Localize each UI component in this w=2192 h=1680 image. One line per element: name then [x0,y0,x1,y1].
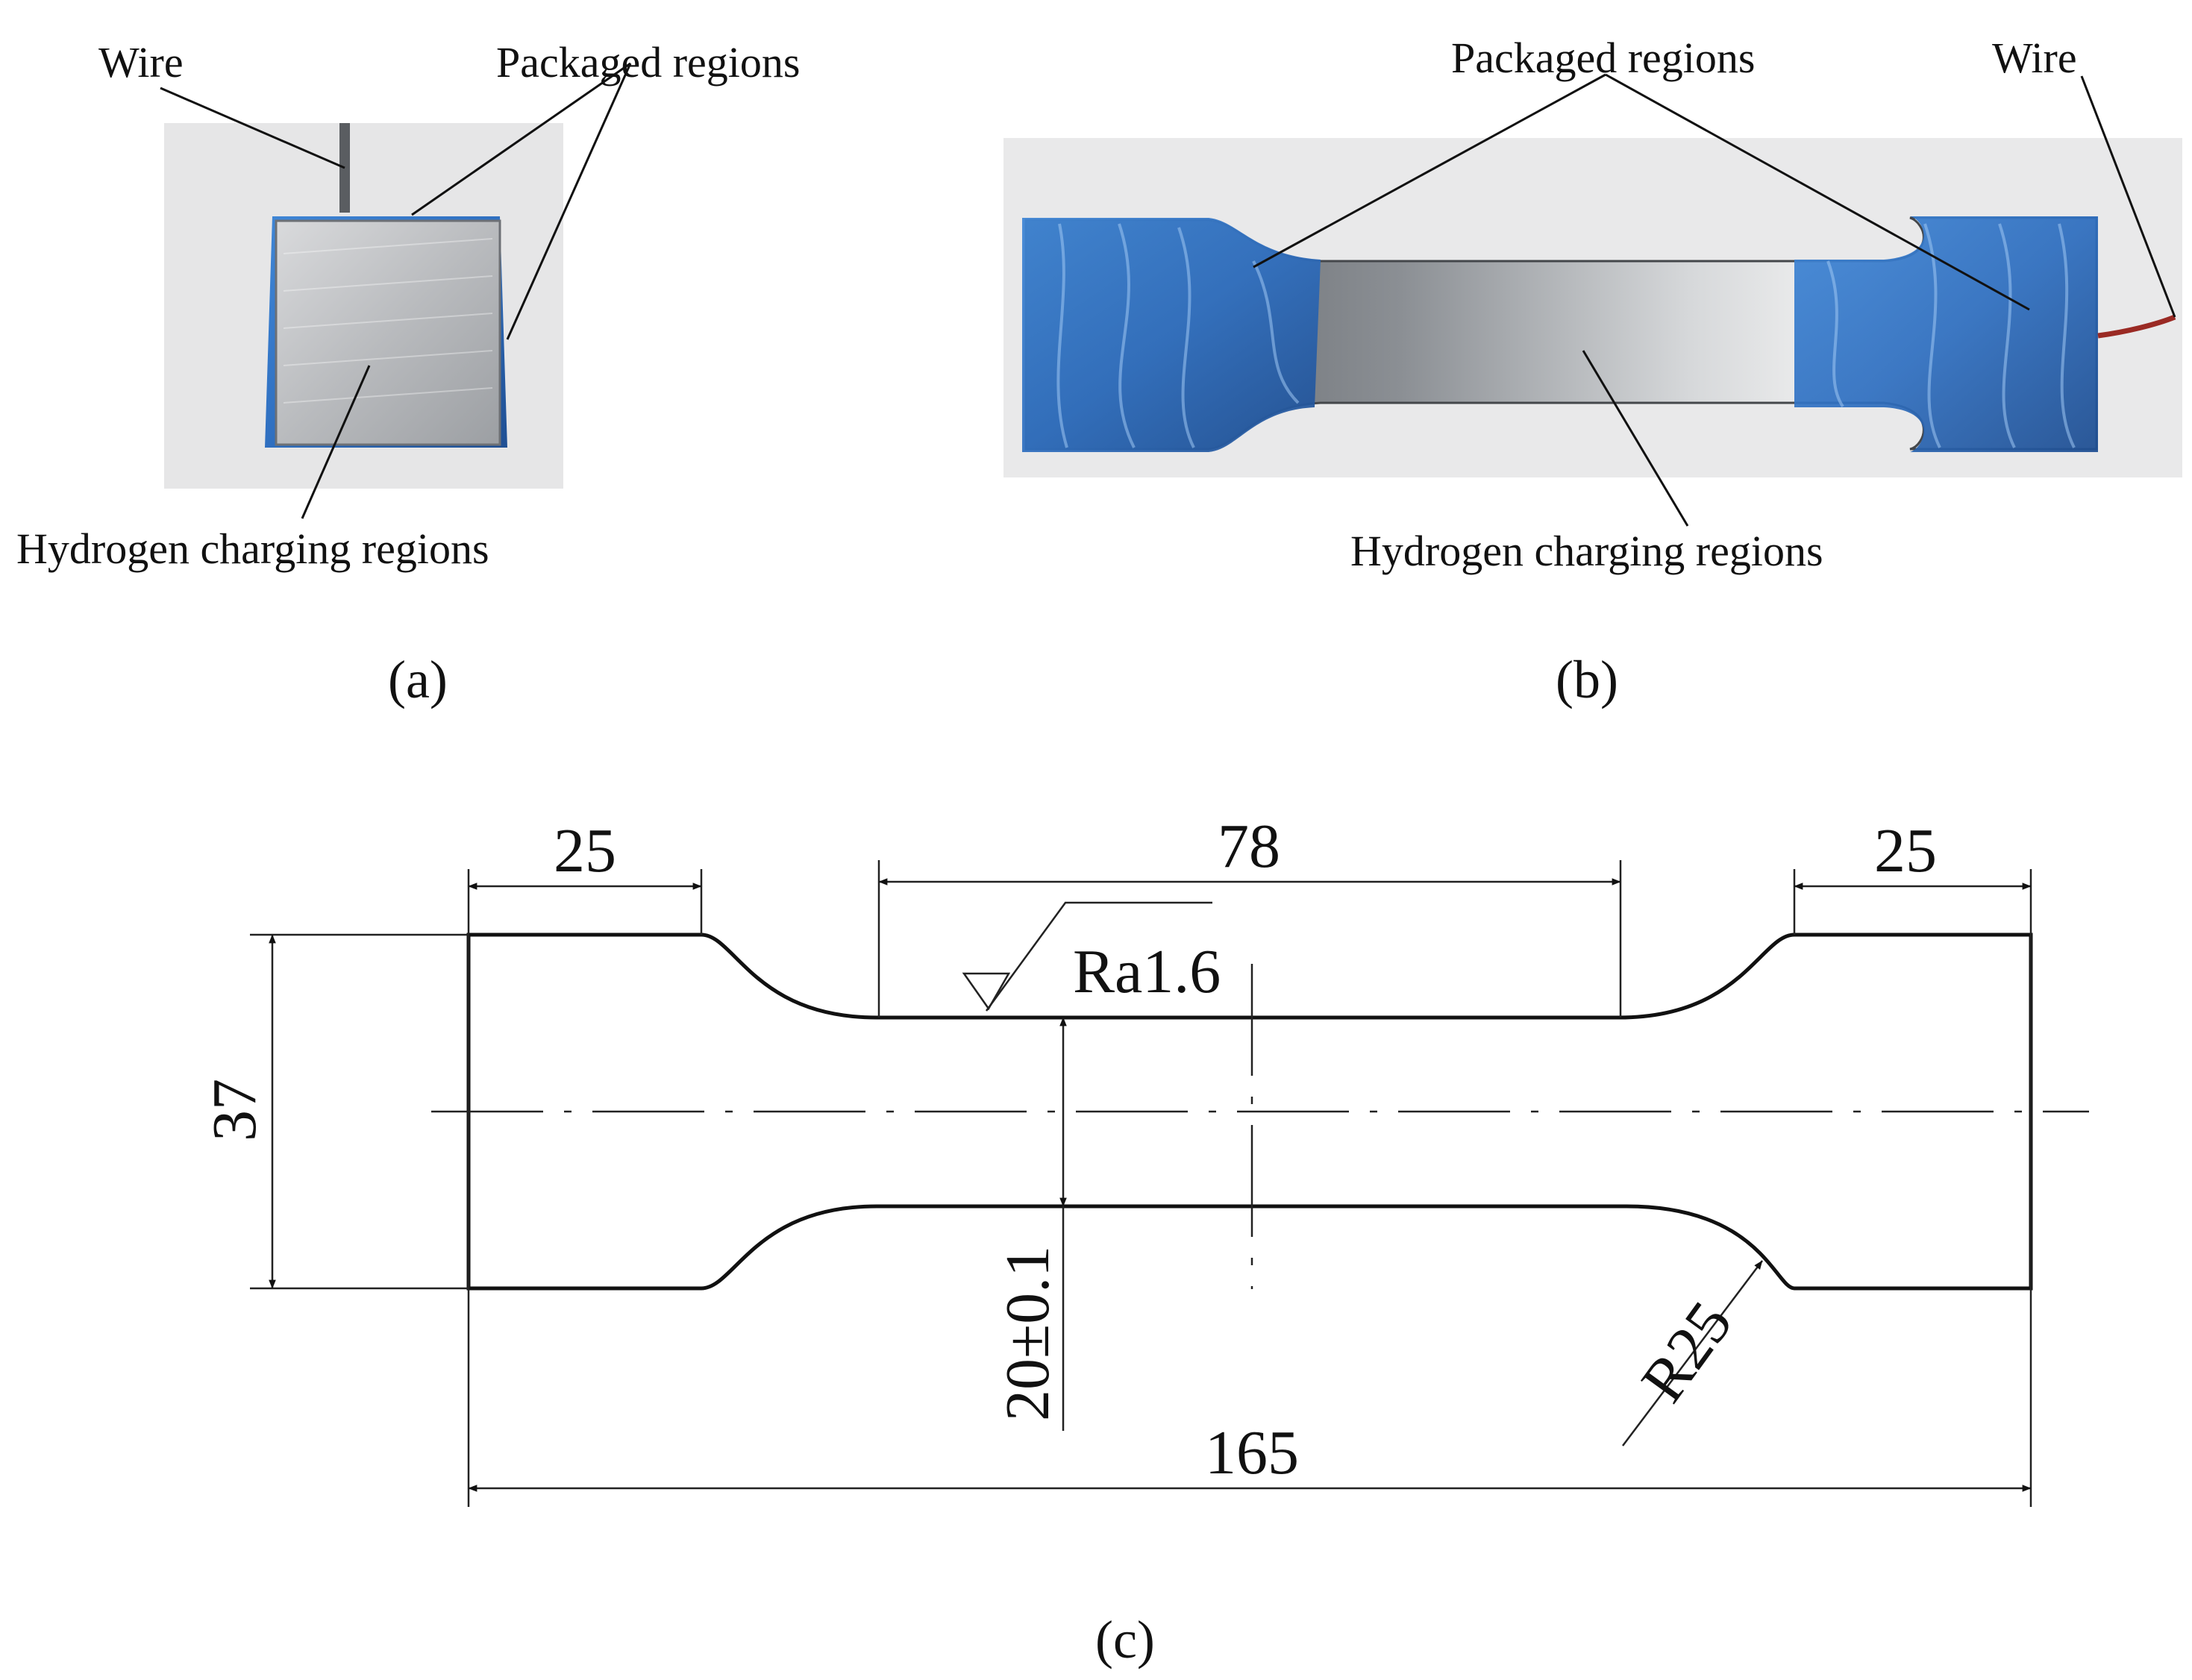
panel-b-tape-wrinkles [1056,223,2076,448]
panel-b-packaged-label: Packaged regions [1451,34,1755,82]
panel-c-gauge-width-dim: 20±0.1 [993,1246,1062,1421]
panel-a-packaged-label: Packaged regions [496,38,800,87]
panel-b: Packaged regions Wire Hydrogen charging … [1003,34,2182,709]
panel-c-fillet-radius-dim: R25 [1628,1289,1746,1414]
panel-c-dimension-lines [269,878,2032,1492]
panel-a-charging-label: Hydrogen charging regions [16,524,489,573]
panel-a-wire-label: Wire [98,38,184,87]
panel-b-caption: (b) [1556,650,1618,709]
panel-b-leader-lines [1253,73,2176,527]
panel-a-charging-face [275,219,501,446]
panel-b-wire [2097,314,2176,339]
panel-c-grip-left-dim: 25 [554,816,616,886]
panel-a-cube-specimen [265,216,507,448]
panel-b-dogbone-specimen [1022,216,2176,452]
panel-b-right-packaged-tape [1794,216,2098,452]
panel-b-left-packaged-tape [1022,218,1321,452]
panel-c-overall-length-dim: 165 [1205,1418,1299,1488]
panel-c-extension-lines [250,860,2032,1507]
panel-c-caption: (c) [1095,1610,1155,1670]
panel-b-wire-label: Wire [1992,34,2077,82]
panel-c-roughness-label: Ra1.6 [1073,937,1221,1006]
panel-c-overall-width-dim: 37 [200,1079,269,1141]
panel-c-grip-right-dim: 25 [1874,816,1937,886]
panel-c-roughness-symbol [962,901,1212,1012]
panel-b-charging-label: Hydrogen charging regions [1350,527,1823,575]
panel-c: 25 78 25 Ra1.6 37 20±0.1 165 R25 (c) [200,812,2089,1670]
panel-a-leader-lines [160,62,632,519]
panel-a-brushed-texture [283,238,493,404]
panel-a-caption: (a) [388,650,448,709]
panel-a: Wire Packaged regions Hydrogen charging … [16,38,800,709]
panel-c-gauge-length-dim: 78 [1218,812,1280,881]
